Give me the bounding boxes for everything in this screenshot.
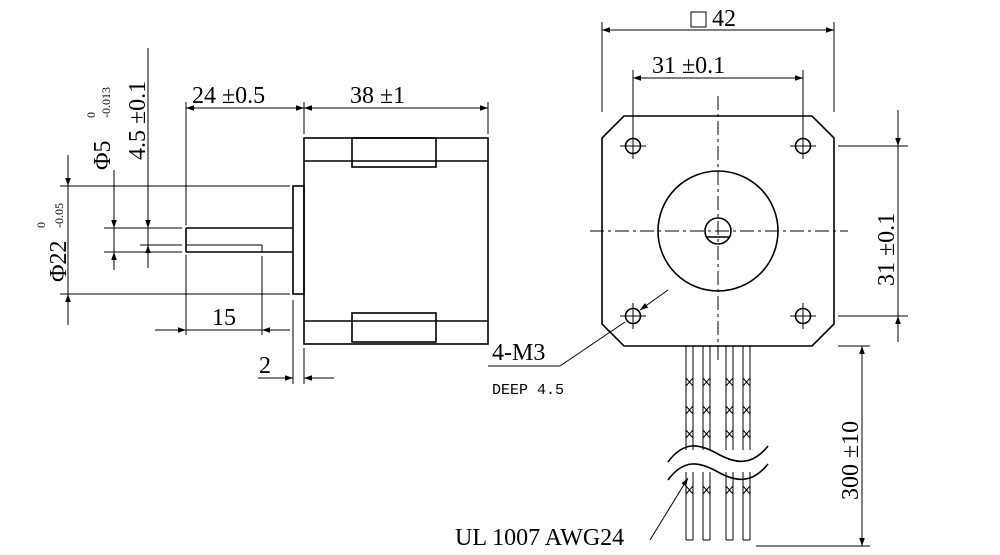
boss-dia-label: Φ22 [46, 240, 72, 282]
mount-hole-tl [620, 133, 646, 159]
front-view: 42 31 ±0.1 31 ±0.1 4-M3 DEEP 4.5 [455, 6, 908, 551]
body-label-top [351, 137, 437, 168]
frame-size-label: 42 [712, 6, 736, 32]
hole-spacing-h-label: 31 ±0.1 [652, 53, 725, 79]
flat-length-label: 15 [212, 305, 236, 331]
lead-length-label: 300 ±10 [838, 421, 864, 500]
flat-depth-label: 4.5 ±0.1 [125, 81, 151, 160]
body-length-label: 38 ±1 [350, 83, 405, 109]
hole-depth-label: DEEP 4.5 [492, 382, 564, 399]
boss-dia-tol-upper: 0 [34, 222, 48, 228]
shaft-dia-tol-lower: -0.013 [99, 87, 113, 118]
break-line-bottom [667, 463, 769, 481]
boss [292, 185, 305, 295]
shaft [185, 227, 293, 253]
motor-frame [601, 115, 835, 347]
mount-hole-bl [620, 303, 646, 329]
boss-circle [657, 170, 779, 292]
mount-hole-br [790, 303, 816, 329]
body-label-bottom [351, 312, 437, 343]
wire-spec-label: UL 1007 AWG24 [455, 525, 624, 551]
hole-callout-label: 4-M3 [492, 340, 545, 366]
shaft-dia-label: Φ5 [90, 140, 116, 170]
shaft-dia-tol-upper: 0 [84, 112, 98, 118]
side-view: 24 ±0.5 38 ±1 15 2 Φ22 0 -0.05 Φ5 [34, 48, 489, 384]
boss-height-label: 2 [259, 353, 271, 379]
shaft-circle [704, 217, 732, 245]
lead-wires [667, 346, 769, 541]
mount-hole-tr [790, 133, 816, 159]
hole-spacing-v-label: 31 ±0.1 [874, 213, 900, 286]
boss-dia-tol-lower: -0.05 [52, 203, 66, 228]
square-symbol [690, 11, 707, 28]
shaft-length-label: 24 ±0.5 [192, 83, 265, 109]
break-line-top [667, 445, 769, 463]
